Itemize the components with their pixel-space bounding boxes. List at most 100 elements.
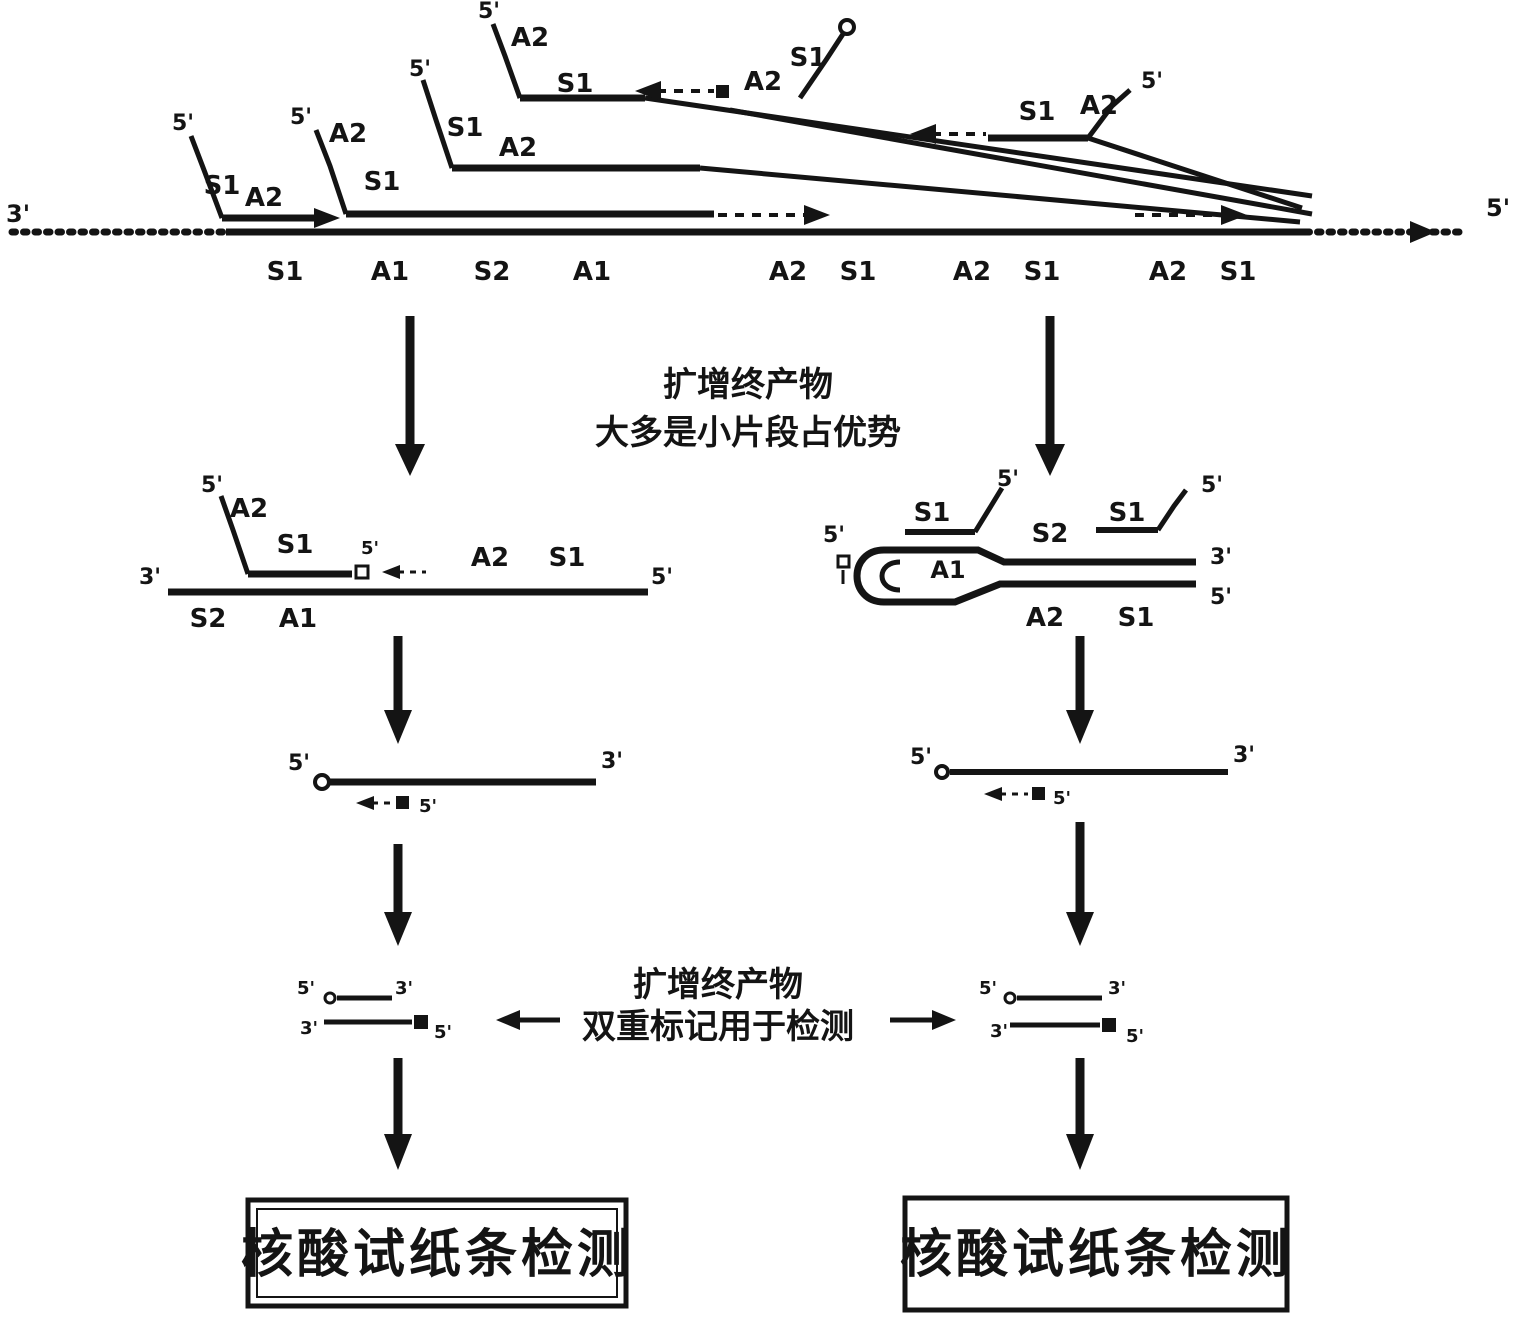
primer-1-a2-label: A2 [245, 183, 283, 213]
stage2-arrow-right-head-icon [1066, 710, 1094, 744]
primer-3: 5' S1 A2 [409, 57, 1301, 225]
mid-left-a2-label: A2 [471, 543, 509, 573]
mid-right-s1-bottom-label: S1 [1118, 603, 1155, 633]
track-label: S1 [1024, 257, 1061, 287]
primer-4-a2-right-label: A2 [744, 67, 782, 97]
detect-right-bottom-5p-label: 5' [1126, 1026, 1144, 1047]
track-label: A2 [769, 257, 807, 287]
primer-3-strand [699, 165, 1301, 225]
primer-4-a2-label: A2 [511, 23, 549, 53]
primer-5-s1-label: S1 [1019, 97, 1056, 127]
stage4-arrow-left-head-icon [384, 1134, 412, 1170]
primer-1-5p-label: 5' [172, 111, 194, 136]
primer-1-tail [188, 135, 225, 219]
stage4-arrow-left [384, 1058, 412, 1170]
simple-left-3p-label: 3' [601, 749, 623, 774]
primer-4-s1-label: S1 [557, 69, 594, 99]
simple-left-5p-label: 5' [288, 751, 310, 776]
mid-left-probe-arrowhead-icon [382, 565, 400, 579]
stage2-arrow-right [1066, 636, 1094, 744]
primer-1-s1-label: S1 [204, 171, 241, 201]
result-box-right-border [902, 1195, 1290, 1313]
result-box-left-inner-border [256, 1208, 618, 1298]
caption-arrow-left-head-icon [496, 1010, 520, 1030]
simple-right-5p-label: 5' [910, 745, 932, 770]
caption-arrow-right-head-icon [932, 1010, 956, 1030]
track-label: S1 [1220, 257, 1257, 287]
mid-left-product: 3' 5' 5' A2 S1 5' A2 S1 S2 A1 [139, 473, 673, 634]
stage2-caption-arrow-left [496, 1010, 560, 1030]
detect-right-square-marker-icon [1102, 1018, 1116, 1032]
track-label: A2 [1149, 257, 1187, 287]
mid-left-s2-label: S2 [190, 604, 227, 634]
detect-left-circle-marker-icon [323, 991, 337, 1005]
mid-right-loop-outer [853, 546, 885, 606]
track-label: S1 [267, 257, 304, 287]
simple-left-probe-5p-label: 5' [419, 796, 437, 817]
detect-right-top-5p-label: 5' [979, 978, 997, 999]
detect-product-right: 5' 3' 3' 5' [979, 978, 1144, 1047]
track-label: A1 [371, 257, 409, 287]
mid-left-primer-5p-label: 5' [201, 473, 223, 498]
track-label: S2 [474, 257, 511, 287]
template-strand: 3' 5' [6, 194, 1510, 243]
result-box-left: 核酸试纸条检测 [241, 1197, 629, 1309]
primer-4: 5' A2 S1 A2 S1 [478, 0, 1313, 217]
detect-left-top-5p-label: 5' [297, 978, 315, 999]
stage1-caption-line1: 扩增终产物 [663, 365, 833, 405]
primer-1: 5' S1 A2 [172, 111, 340, 228]
primer-5-tail [1086, 88, 1132, 140]
mid-right-3p-label: 3' [1210, 545, 1232, 570]
primer-4-5p-label: 5' [478, 0, 500, 24]
mid-left-5p-label: 5' [651, 565, 673, 590]
stage1-caption-line2: 大多是小片段占优势 [595, 413, 901, 453]
simple-right-circle-marker-icon [934, 764, 950, 780]
primer-2-5p-label: 5' [290, 105, 312, 130]
detect-product-left: 5' 3' 3' 5' [297, 978, 452, 1043]
stage3-arrow-left-head-icon [384, 912, 412, 946]
result-box-left-border [245, 1197, 629, 1309]
mid-left-primer-s1-label: S1 [277, 530, 314, 560]
primer-5-strand [1087, 135, 1303, 211]
primer-4-right-tail [797, 32, 846, 100]
primer-3-a2-label: A2 [499, 133, 537, 163]
mid-left-probe-5p-label: 5' [361, 538, 379, 559]
mid-left-probe-square-icon [354, 564, 370, 580]
mid-left-3p-label: 3' [139, 565, 161, 590]
mid-right-top-strand [884, 546, 1196, 566]
stage2-arrow-left-head-icon [384, 710, 412, 744]
primer-2-a2-label: A2 [329, 119, 367, 149]
stage2-caption-line2: 双重标记用于检测 [582, 1007, 854, 1047]
primer-5-a2-label: A2 [1080, 91, 1118, 121]
detect-left-square-marker-icon [414, 1015, 428, 1029]
template-right-end-label: 5' [1486, 194, 1510, 222]
stage4-arrow-right [1066, 1058, 1094, 1170]
mid-right-primer1-tail [972, 486, 1005, 534]
stage3-arrow-right [1066, 822, 1094, 946]
primer-4-left-tail [490, 23, 523, 99]
simple-left-probe-arrowhead-icon [356, 796, 374, 810]
stage3-arrow-left [384, 844, 412, 946]
primer-4-s1-right-label: S1 [790, 43, 827, 73]
mid-left-primer-a2-label: A2 [230, 494, 268, 524]
stage4-arrow-right-head-icon [1066, 1134, 1094, 1170]
simple-left-circle-marker-icon [313, 773, 331, 791]
detect-right-bottom-3p-label: 3' [990, 1021, 1008, 1042]
mid-left-primer-tail [218, 495, 251, 575]
mid-right-s1-right-label: S1 [1109, 498, 1146, 528]
stage2-arrow-left [384, 636, 412, 744]
stage3-arrow-right-head-icon [1066, 912, 1094, 946]
primer-4-bottom-strand [729, 107, 1313, 217]
detect-left-bottom-5p-label: 5' [434, 1022, 452, 1043]
stage1-arrow-left [395, 316, 425, 476]
simple-duplex-right: 5' 3' 5' [910, 743, 1255, 809]
mid-right-5p-top2-label: 5' [1201, 473, 1223, 498]
track-label: A1 [573, 257, 611, 287]
primer-5-5p-label: 5' [1141, 69, 1163, 94]
extension-arrowhead-1-icon [804, 205, 830, 225]
mid-right-a1-label: A1 [930, 556, 965, 584]
track-label: A2 [953, 257, 991, 287]
mid-right-bottom-strand [884, 580, 1196, 606]
stage1-arrow-left-head-icon [395, 444, 425, 476]
mid-right-primer2-tail [1155, 488, 1188, 532]
